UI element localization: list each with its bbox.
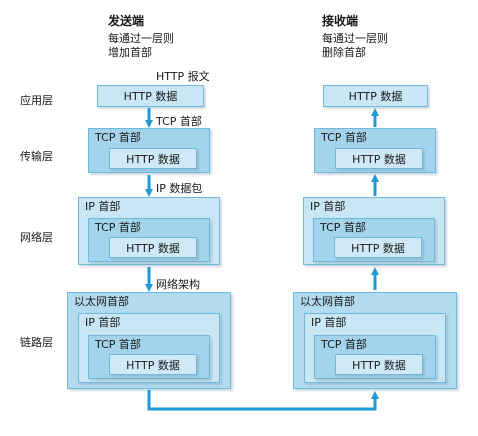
receiver-transport-http-box: HTTP 数据 <box>335 148 423 169</box>
receiver-app-http-data-box: HTTP 数据 <box>323 85 428 107</box>
receiver-link-http-box: HTTP 数据 <box>335 354 423 375</box>
tcp-header-caption: TCP 首部 <box>156 115 202 128</box>
layer-label-network: 网络层 <box>20 231 53 244</box>
receiver-app-http-data-label: HTTP 数据 <box>348 90 403 103</box>
receiver-transport-tcp-box: TCP 首部 HTTP 数据 <box>314 128 436 173</box>
sender-title: 发送端 <box>108 14 145 28</box>
sender-note-line2: 增加首部 <box>108 46 152 59</box>
receiver-link-ip-box: IP 首部 TCP 首部 HTTP 数据 <box>304 313 446 383</box>
receiver-link-tcp-header: TCP 首部 <box>321 338 367 351</box>
sender-network-http-box: HTTP 数据 <box>109 237 197 258</box>
sender-transport-tcp-header: TCP 首部 <box>95 131 141 144</box>
receiver-link-ip-header: IP 首部 <box>311 316 347 329</box>
sender-link-tcp-header: TCP 首部 <box>95 338 141 351</box>
link-connector-arrow <box>147 390 379 411</box>
receiver-link-ethernet-header: 以太网首部 <box>300 295 355 308</box>
receiver-note-line2: 删除首部 <box>322 46 366 59</box>
receiver-network-ip-header: IP 首部 <box>310 200 346 213</box>
receiver-transport-tcp-header: TCP 首部 <box>321 131 367 144</box>
sender-network-tcp-header: TCP 首部 <box>95 221 141 234</box>
sender-link-tcp-box: TCP 首部 HTTP 数据 <box>88 335 210 379</box>
sender-app-http-data-box: HTTP 数据 <box>97 85 204 107</box>
sender-transport-tcp-box: TCP 首部 HTTP 数据 <box>88 128 210 173</box>
sender-app-http-data-label: HTTP 数据 <box>123 90 178 103</box>
receiver-link-ethernet-box: 以太网首部 IP 首部 TCP 首部 HTTP 数据 <box>293 292 457 389</box>
layer-label-application: 应用层 <box>20 94 53 107</box>
receiver-link-http-label: HTTP 数据 <box>352 358 406 372</box>
sender-link-ip-box: IP 首部 TCP 首部 HTTP 数据 <box>78 313 220 383</box>
receiver-transport-http-label: HTTP 数据 <box>352 152 406 166</box>
receiver-network-ip-box: IP 首部 TCP 首部 HTTP 数据 <box>303 197 445 265</box>
ip-packet-caption: IP 数据包 <box>156 182 203 195</box>
sender-link-http-box: HTTP 数据 <box>109 354 197 375</box>
sender-transport-http-box: HTTP 数据 <box>109 148 197 169</box>
layer-label-transport: 传输层 <box>20 150 53 163</box>
receiver-network-http-box: HTTP 数据 <box>334 237 422 258</box>
sender-network-tcp-box: TCP 首部 HTTP 数据 <box>88 218 210 262</box>
receiver-network-tcp-header: TCP 首部 <box>320 221 366 234</box>
receiver-title: 接收端 <box>322 14 359 28</box>
sender-link-ip-header: IP 首部 <box>85 316 121 329</box>
layer-label-link: 链路层 <box>20 336 53 349</box>
sender-link-http-label: HTTP 数据 <box>126 358 180 372</box>
sender-network-ip-box: IP 首部 TCP 首部 HTTP 数据 <box>78 197 220 265</box>
sender-transport-http-label: HTTP 数据 <box>126 152 180 166</box>
sender-note-line1: 每通过一层则 <box>108 32 174 45</box>
receiver-link-tcp-box: TCP 首部 HTTP 数据 <box>314 335 436 379</box>
http-message-caption: HTTP 报文 <box>156 70 210 83</box>
receiver-network-tcp-box: TCP 首部 HTTP 数据 <box>313 218 435 262</box>
network-frame-caption: 网络架构 <box>156 278 200 291</box>
receiver-note-line1: 每通过一层则 <box>322 32 388 45</box>
sender-network-http-label: HTTP 数据 <box>126 241 180 255</box>
receiver-network-http-label: HTTP 数据 <box>351 241 405 255</box>
sender-network-ip-header: IP 首部 <box>85 200 121 213</box>
sender-link-ethernet-box: 以太网首部 IP 首部 TCP 首部 HTTP 数据 <box>67 292 231 389</box>
sender-link-ethernet-header: 以太网首部 <box>74 295 129 308</box>
